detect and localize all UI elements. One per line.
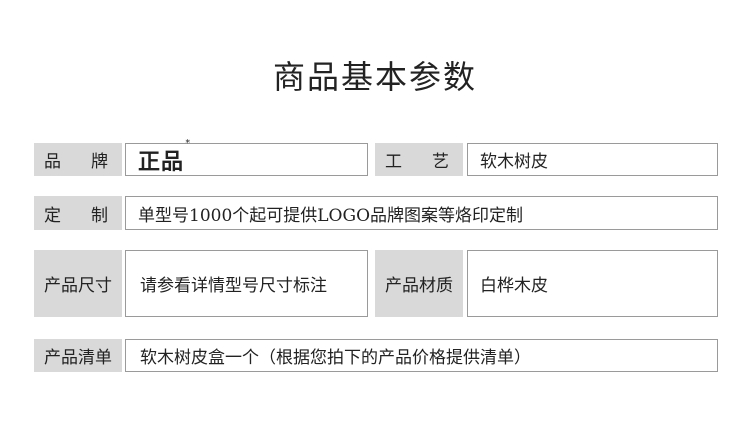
label-brand-char-2: 牌 (91, 152, 108, 172)
brand-name: 正品 (138, 148, 185, 175)
label-custom: 定 制 (34, 196, 122, 230)
label-custom-char-1: 定 (44, 205, 61, 226)
page-title: 商品基本参数 (272, 58, 477, 96)
label-material: 产品材质 (375, 250, 463, 317)
value-brand: 正品 * (125, 139, 368, 176)
label-size: 产品尺寸 (34, 250, 122, 317)
label-custom-char-2: 制 (91, 205, 108, 226)
label-craft-char-1: 工 (385, 152, 402, 172)
label-brand: 品 牌 (34, 143, 122, 176)
brand-mark: * (185, 138, 192, 149)
label-brand-char-1: 品 (44, 152, 61, 172)
brand-text: 正品 * (138, 139, 190, 176)
value-craft: 软木树皮 (467, 143, 718, 176)
label-craft-char-2: 艺 (432, 152, 449, 172)
label-craft: 工 艺 (375, 143, 463, 176)
value-custom: 单型号1000个起可提供LOGO品牌图案等烙印定制 (125, 196, 718, 230)
label-list: 产品清单 (34, 339, 122, 372)
value-list: 软木树皮盒一个（根据您拍下的产品价格提供清单） (125, 339, 718, 372)
value-size: 请参看详情型号尺寸标注 (125, 250, 368, 317)
value-material: 白桦木皮 (467, 250, 718, 317)
